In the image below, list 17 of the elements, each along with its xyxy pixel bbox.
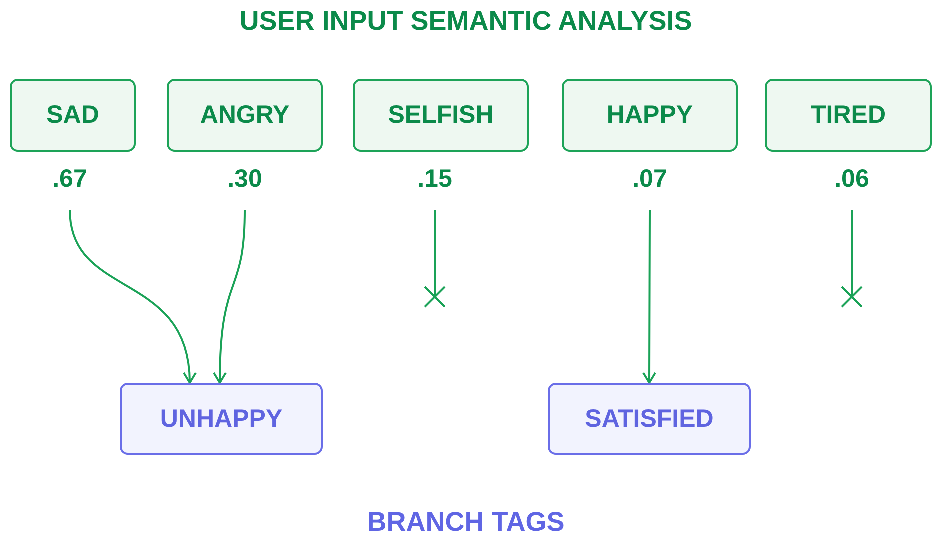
emotion-box: TIRED [765, 79, 932, 152]
emotion-box: ANGRY [167, 79, 323, 152]
tag-box: UNHAPPY [120, 383, 323, 455]
arrow [69, 210, 196, 384]
arrow [213, 210, 246, 384]
score-label: .07 [632, 165, 668, 194]
score-label: .06 [834, 165, 870, 194]
score-label: .30 [226, 165, 264, 194]
section-label: BRANCH TAGS [366, 507, 566, 537]
diagram-title: USER INPUT SEMANTIC ANALYSIS [238, 6, 694, 37]
arrow [642, 210, 656, 384]
emotion-box: HAPPY [562, 79, 738, 152]
tag-box: SATISFIED [548, 383, 751, 455]
emotion-box: SAD [10, 79, 136, 152]
emotion-box: SELFISH [353, 79, 529, 152]
score-label: .15 [416, 165, 454, 194]
score-label: .67 [52, 165, 88, 194]
